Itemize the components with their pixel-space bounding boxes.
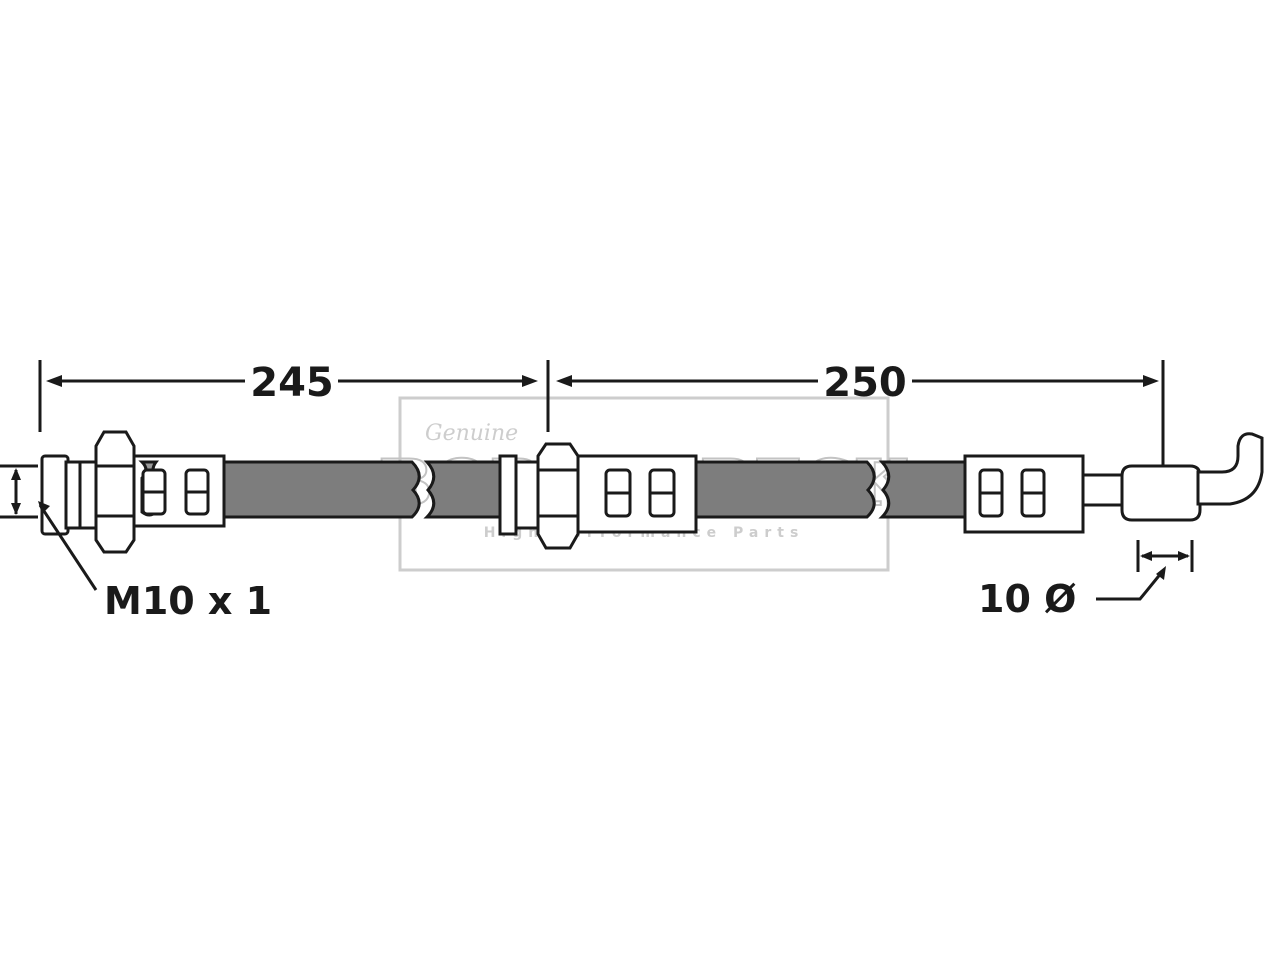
- arrowhead-245-left: [46, 375, 62, 387]
- diameter-leader-arrow: [1156, 566, 1166, 580]
- hose-section-left: [220, 460, 421, 519]
- middle-washer: [498, 454, 518, 536]
- left-hex-nut: [94, 430, 136, 554]
- arrowhead-245-right: [522, 375, 538, 387]
- diameter-leader: [1096, 571, 1164, 601]
- right-tube: [1081, 473, 1127, 507]
- hose: [220, 460, 967, 519]
- thread-spec-label: M10 x 1: [104, 579, 272, 623]
- thread-marker-arrow-down: [11, 503, 21, 515]
- dimension-250: [546, 360, 1165, 466]
- watermark-script: Genuine: [425, 421, 518, 446]
- dimension-label-245: 245: [250, 360, 334, 406]
- dimension-label-250: 250: [823, 360, 907, 406]
- diameter-label: 10 Ø: [978, 577, 1076, 621]
- right-bent-pipe: [1196, 432, 1264, 506]
- right-crimp-fitting: [963, 432, 1264, 534]
- middle-hex-nut: [536, 442, 580, 550]
- thread-dimension-marker: [0, 464, 38, 519]
- diameter-arrow-right: [1178, 551, 1190, 561]
- thread-marker-arrow-up: [11, 468, 21, 480]
- middle-fitting: [498, 442, 698, 550]
- thread-leader-line: [38, 504, 98, 591]
- right-banjo-block: [1120, 464, 1202, 522]
- diameter-arrow-left: [1140, 551, 1152, 561]
- hose-section-right-b: [878, 460, 967, 519]
- diameter-dimension: [1096, 540, 1194, 601]
- thread-leader-arrow: [38, 501, 50, 514]
- dimension-245: [38, 360, 538, 432]
- thread-leader: [38, 501, 98, 591]
- arrowhead-250-left: [556, 375, 572, 387]
- left-thread-stub: [40, 454, 70, 536]
- arrowhead-250-right: [1143, 375, 1159, 387]
- left-end-fitting: [40, 430, 226, 554]
- middle-crimp-sleeve: [576, 454, 698, 534]
- hose-section-right-a: [693, 460, 876, 519]
- hose-section-middle: [423, 460, 502, 519]
